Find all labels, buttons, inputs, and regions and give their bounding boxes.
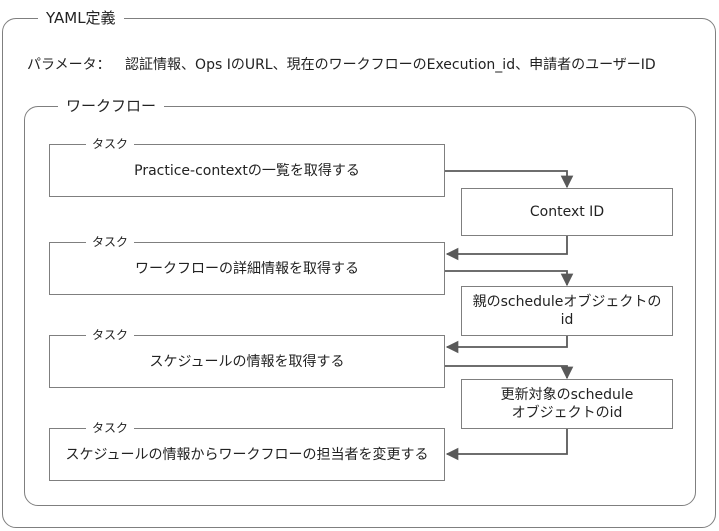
- parameters-line: パラメータ： 認証情報、Ops IのURL、現在のワークフローのExecutio…: [27, 56, 656, 74]
- task-box-4: スケジュールの情報からワークフローの担当者を変更する: [49, 428, 445, 481]
- arrow-task1-to-output1: [445, 170, 574, 189]
- arrow-task2-to-output2: [445, 270, 574, 287]
- task-label-2: ワークフローの詳細情報を取得する: [135, 260, 359, 277]
- task-box-3: スケジュールの情報を取得する: [49, 335, 445, 388]
- task-label-4: スケジュールの情報からワークフローの担当者を変更する: [65, 446, 429, 463]
- workflow-label: ワークフロー: [58, 97, 165, 115]
- task-tag-2: タスク: [86, 235, 135, 249]
- task-label-1: Practice-contextの一覧を取得する: [134, 162, 360, 179]
- output-label-1: Context ID: [529, 204, 605, 220]
- output-label-2b: id: [560, 312, 574, 328]
- yaml-frame: [2, 18, 716, 528]
- output-label-2a: 親のscheduleオブジェクトの: [472, 294, 662, 310]
- output-label-3b: オブジェクトのid: [511, 405, 623, 421]
- arrow-task3-to-output3: [445, 365, 574, 380]
- workflow-frame: [24, 106, 696, 506]
- task-tag-4: タスク: [86, 421, 135, 435]
- parameters-label: パラメータ：: [27, 57, 111, 73]
- output-box-2: 親のscheduleオブジェクトの id: [461, 286, 673, 336]
- arrow-output2-to-task3: [445, 336, 568, 354]
- task-label-3: スケジュールの情報を取得する: [149, 353, 345, 370]
- output-box-3: 更新対象のschedule オブジェクトのid: [461, 379, 673, 429]
- parameters-text: 認証情報、Ops IのURL、現在のワークフローのExecution_id、申請…: [125, 57, 656, 73]
- task-box-1: Practice-contextの一覧を取得する: [49, 144, 445, 197]
- task-tag-1: タスク: [86, 137, 135, 151]
- task-tag-3: タスク: [86, 328, 135, 342]
- arrow-output1-to-task2: [445, 236, 568, 261]
- arrow-output3-to-task4: [445, 429, 568, 461]
- output-label-3a: 更新対象のschedule: [500, 387, 634, 403]
- task-box-2: ワークフローの詳細情報を取得する: [49, 242, 445, 295]
- output-box-1: Context ID: [461, 188, 673, 236]
- yaml-label: YAML定義: [38, 9, 124, 27]
